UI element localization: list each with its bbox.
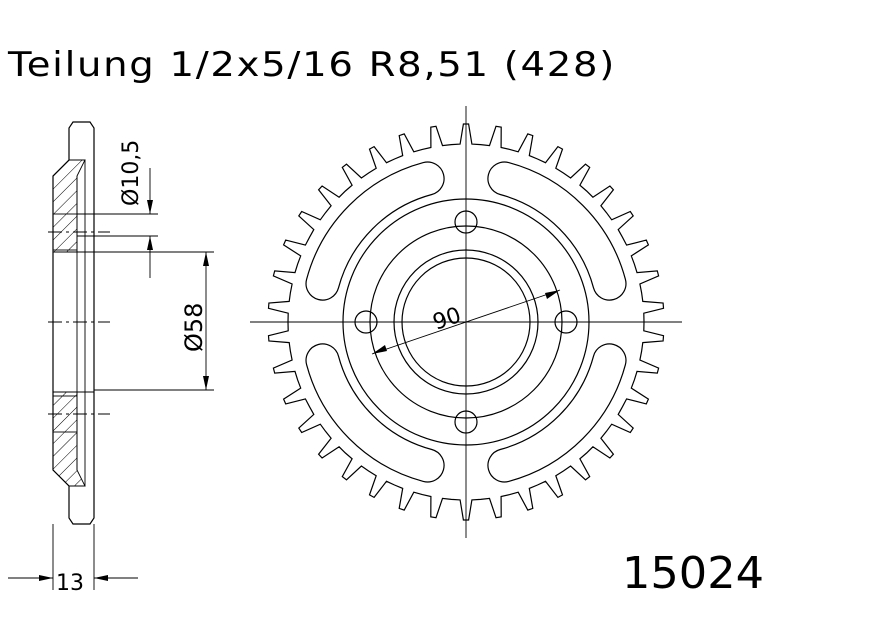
dim-thickness-label: 13 (56, 571, 84, 596)
dim-center-bore-label: Ø58 (180, 303, 208, 352)
lightening-slot-4 (305, 343, 445, 483)
lightening-slots (305, 161, 627, 483)
dim-thickness: 13 (8, 524, 138, 596)
side-hatch-bottom (52, 391, 86, 487)
lightening-slot-2 (487, 161, 627, 301)
lightening-slot-3 (487, 343, 627, 483)
dim-bolt-hole-label: Ø10,5 (119, 140, 144, 206)
part-number: 15024 (622, 548, 764, 599)
dim-center-bore: Ø58 (94, 251, 214, 391)
side-hatch-top (52, 159, 86, 253)
dim-bolt-hole: Ø10,5 (77, 140, 158, 278)
pitch-title: Teilung 1/2x5/16 R8,51 (428) (7, 45, 616, 85)
front-view: 90 (250, 106, 682, 538)
lightening-slot-1 (305, 161, 445, 301)
side-view (48, 121, 110, 525)
dim-bolt-circle-line (371, 289, 561, 355)
dim-bolt-circle-label: 90 (430, 303, 465, 336)
